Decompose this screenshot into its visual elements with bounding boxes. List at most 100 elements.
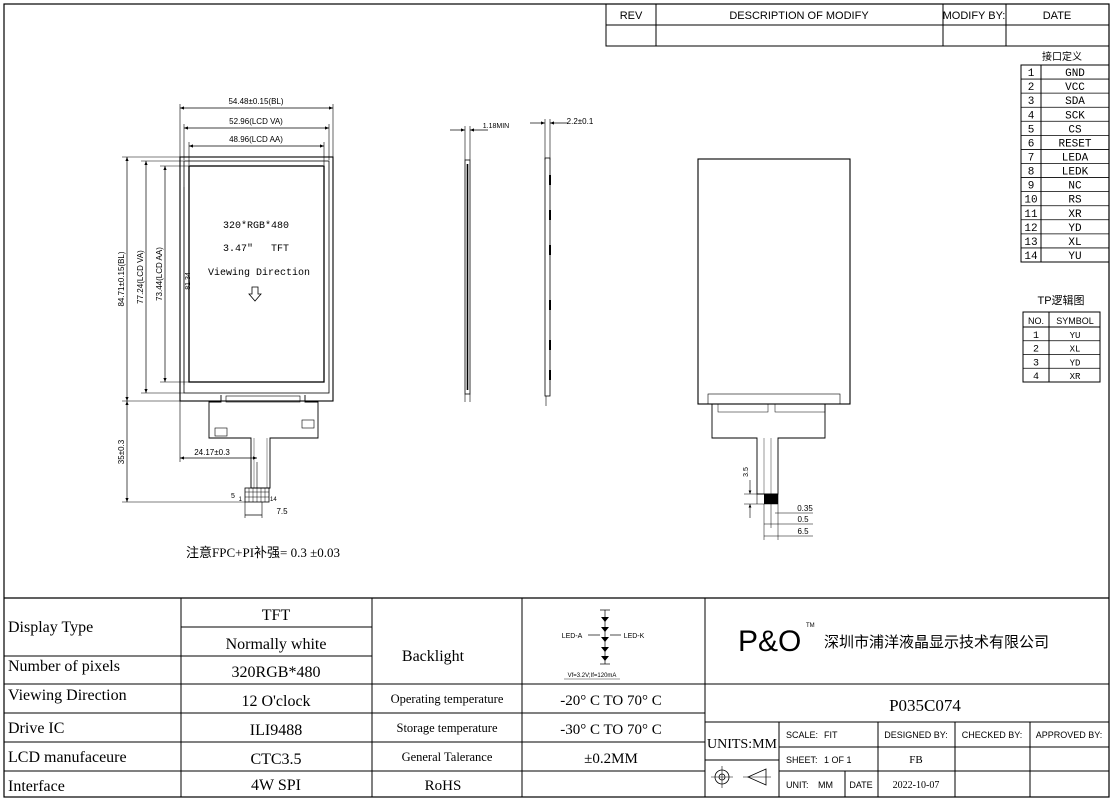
led-a-label: LED-A — [562, 633, 583, 640]
dim-pitch-width: 7.5 — [276, 507, 288, 516]
pin-name: SCK — [1065, 110, 1085, 122]
spec-label: LCD manufaceure — [8, 749, 127, 766]
scale-value: FIT — [824, 730, 838, 740]
tp-row-number: 2 — [1033, 345, 1039, 356]
unit-label: UNIT: — [786, 780, 809, 790]
checked-by-label: CHECKED BY: — [962, 730, 1023, 740]
pin-number: 9 — [1028, 181, 1035, 193]
pin-name: XL — [1068, 237, 1081, 249]
dim-inner: 81.34 — [185, 272, 192, 290]
dim-va-width: 52.96(LCD VA) — [229, 117, 283, 126]
part-number: P035C074 — [889, 696, 961, 715]
title-block: P&O TM 深圳市浦洋液晶显示技术有限公司 P035C074 UNITS:MM… — [705, 623, 1109, 797]
led-k-label: LED-K — [624, 633, 645, 640]
tp-row-symbol: XR — [1070, 372, 1081, 382]
tp-table-title: TP逻辑图 — [1037, 293, 1084, 307]
date-header: DATE — [1043, 10, 1072, 22]
panel-resolution: 320*RGB*480 — [223, 220, 289, 232]
rear-view: 3.5 0.35 0.5 6.5 — [697, 158, 851, 540]
condition-value: -20° C TO 70° C — [560, 693, 661, 709]
spec-value: CTC3.5 — [250, 751, 301, 768]
dim-bl-width: 54.48±0.15(BL) — [228, 97, 283, 106]
dim-rear-35: 3.5 — [743, 467, 750, 477]
approved-by-label: APPROVED BY: — [1036, 730, 1103, 740]
interface-table-title: 接口定义 — [1042, 50, 1082, 63]
spec-value: ILI9488 — [250, 722, 302, 739]
date-label: DATE — [849, 780, 872, 790]
tp-symbol-header: SYMBOL — [1056, 316, 1094, 326]
condition-label: Operating temperature — [391, 692, 504, 706]
pin-number: 13 — [1024, 237, 1037, 249]
company-name: 深圳市浦洋液晶显示技术有限公司 — [824, 634, 1049, 651]
pin-number: 11 — [1024, 209, 1038, 221]
viewing-arrow-icon — [248, 286, 262, 302]
sheet-border — [3, 3, 1110, 798]
pin-number: 7 — [1028, 153, 1035, 165]
tp-row-symbol: YU — [1070, 331, 1081, 341]
pin-name: RESET — [1058, 138, 1091, 150]
rear-fpc-tail — [711, 404, 826, 495]
stiffener-note: 注意FPC+PI补强= 0.3 ±0.03 — [186, 545, 340, 560]
backlight-label: Backlight — [402, 648, 465, 665]
rohs-label: RoHS — [425, 778, 462, 794]
spec-value: 320RGB*480 — [232, 664, 321, 681]
spec-label: Display Type — [8, 619, 93, 636]
pin-number: 6 — [1028, 138, 1035, 150]
rear-panel-outline — [697, 158, 851, 405]
date-value: 2022-10-07 — [893, 780, 940, 791]
tp-row-number: 1 — [1033, 331, 1039, 342]
pin-name: SDA — [1065, 96, 1085, 108]
panel-type: TFT — [271, 244, 289, 255]
pin-name: XR — [1068, 209, 1082, 221]
units-label: UNITS:MM — [707, 737, 778, 752]
dim-bl-height: 84.71±0.15(BL) — [117, 251, 126, 306]
tp-row-number: 4 — [1033, 372, 1039, 383]
pin-name: LEDA — [1062, 153, 1089, 165]
dim-va-height: 77.24(LCD VA) — [136, 250, 145, 304]
description-header: DESCRIPTION OF MODIFY — [729, 10, 869, 22]
projection-symbol-icon — [711, 766, 771, 788]
condition-label: General Talerance — [402, 750, 493, 764]
pin-number: 10 — [1024, 195, 1037, 207]
spec-label: Interface — [8, 778, 65, 795]
spec-label: Drive IC — [8, 720, 64, 737]
spec-value: 4W SPI — [251, 777, 301, 794]
condition-value: -30° C TO 70° C — [560, 722, 661, 738]
designed-by-label: DESIGNED BY: — [884, 730, 948, 740]
tp-row-symbol: XL — [1070, 345, 1081, 355]
dim-rear-05: 0.5 — [797, 515, 809, 524]
spec-value: TFT — [262, 607, 291, 624]
spec-label: Viewing Direction — [8, 687, 127, 704]
pin-name: YD — [1068, 223, 1082, 235]
rear-contact-pads — [764, 494, 778, 504]
company-logo: P&O — [738, 625, 801, 658]
condition-value: ±0.2MM — [584, 751, 638, 767]
pin-name: YU — [1068, 251, 1081, 263]
side-view: 1.18MIN 2.2±0.1 — [450, 117, 594, 406]
pin-name: VCC — [1065, 82, 1085, 94]
tp-no-header: NO. — [1028, 316, 1044, 326]
pin-number: 2 — [1028, 82, 1035, 94]
pin-first-label: 1 — [239, 497, 243, 503]
pin-number: 12 — [1024, 223, 1037, 235]
pin-last-label: 14 — [270, 497, 277, 503]
pin-name: RS — [1068, 195, 1082, 207]
panel-size: 3.47" — [223, 243, 253, 255]
unit-value: MM — [818, 780, 833, 790]
pin-number: 14 — [1024, 251, 1038, 263]
pin-name: LEDK — [1062, 167, 1089, 179]
scale-label: SCALE: — [786, 730, 818, 740]
led-schematic: LED-A LED-K Vf=3.2V;If=120mA — [562, 609, 645, 680]
spec-label: Number of pixels — [8, 658, 120, 675]
dim-rear-035: 0.35 — [797, 504, 813, 513]
front-view: 54.48±0.15(BL) 52.96(LCD VA) 48.96(LCD A… — [117, 97, 340, 560]
dim-rear-65: 6.5 — [797, 527, 809, 536]
spec-value: 12 O'clock — [241, 693, 310, 710]
designer-value: FB — [909, 754, 922, 766]
pin-number: 4 — [1028, 110, 1035, 122]
condition-label: Storage temperature — [397, 721, 498, 735]
pin-name: GND — [1065, 68, 1085, 80]
